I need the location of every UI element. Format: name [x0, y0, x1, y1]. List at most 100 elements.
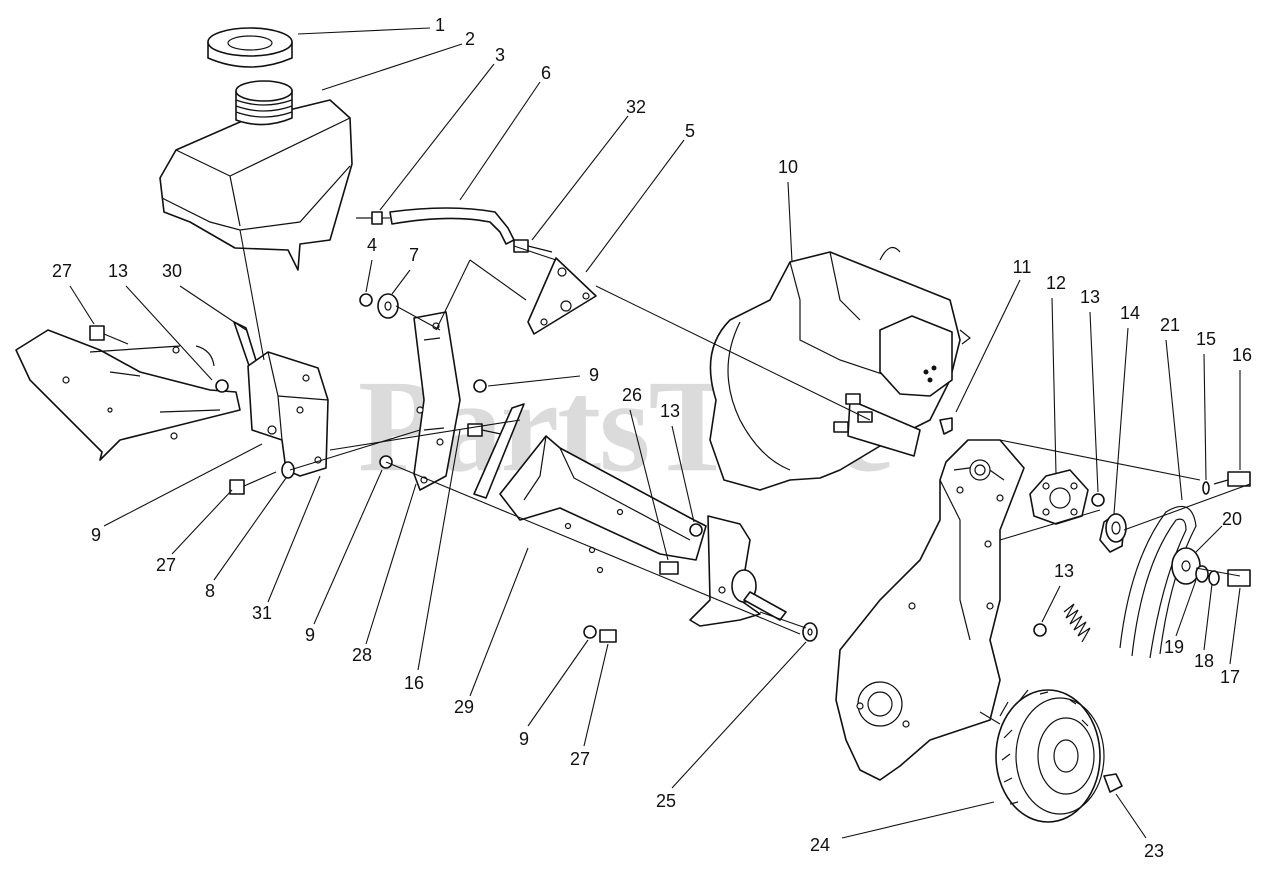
part-23-hub-nut[interactable] [1103, 773, 1123, 793]
part-10-engine[interactable] [709, 246, 971, 491]
leader-29 [469, 547, 529, 697]
callout-8: 8 [205, 581, 215, 601]
callout-29: 29 [454, 697, 474, 717]
part-4-nut[interactable] [359, 293, 373, 307]
part-27-screw-upper[interactable] [89, 325, 129, 345]
leader-lines [69, 27, 1251, 839]
leader-17 [1229, 587, 1241, 665]
leader-20 [1195, 525, 1223, 553]
part-16-bolt-right[interactable] [1213, 471, 1251, 487]
part-32-bolt[interactable] [513, 239, 553, 253]
leader-16-b [417, 429, 461, 671]
leader-8 [213, 477, 287, 581]
part-12-mounting-plate[interactable] [1029, 469, 1089, 525]
part-26-bolt[interactable] [659, 561, 679, 575]
callout-11: 11 [1013, 257, 1032, 277]
part-8-washer[interactable] [281, 461, 295, 479]
part-drive-housing[interactable] [835, 439, 1025, 781]
callout-6: 6 [541, 63, 551, 83]
callout-13-c: 13 [660, 401, 680, 421]
part-13-nut-upper[interactable] [1091, 493, 1105, 507]
assembly-centerline-14 [1123, 483, 1251, 531]
callout-23: 23 [1144, 841, 1164, 861]
callout-30: 30 [162, 261, 182, 281]
leader-30 [179, 285, 247, 331]
part-13-nut-left[interactable] [215, 379, 229, 393]
callout-20: 20 [1222, 509, 1242, 529]
leader-21 [1165, 339, 1183, 501]
callout-13-a: 13 [1080, 287, 1100, 307]
leader-32 [531, 115, 629, 241]
callout-12: 12 [1046, 273, 1066, 293]
assembly-centerline-3 [395, 305, 441, 331]
part-5-tank-bracket[interactable] [527, 257, 597, 335]
leader-6 [459, 81, 541, 201]
callout-24: 24 [810, 835, 830, 855]
part-13-nut-mid[interactable] [689, 523, 703, 537]
callout-27-b: 27 [156, 555, 176, 575]
callout-26: 26 [622, 385, 642, 405]
assembly-centerline-13 [999, 509, 1101, 541]
callout-13-b: 13 [108, 261, 128, 281]
leader-5 [585, 139, 685, 273]
part-31-frame-plate[interactable] [247, 351, 329, 477]
leader-9-b [103, 443, 263, 527]
callout-9-b: 9 [91, 525, 101, 545]
assembly-centerline-4 [595, 285, 871, 421]
part-7-washer[interactable] [377, 293, 399, 319]
callout-5: 5 [685, 121, 695, 141]
assembly-centerline-16 [979, 711, 1001, 725]
leader-23 [1115, 793, 1147, 839]
leader-9-c [313, 469, 383, 625]
callout-3: 3 [495, 45, 505, 65]
part-6-fuel-line[interactable] [389, 207, 515, 245]
part-angle-bracket[interactable] [473, 403, 525, 499]
part-27-screw-lower[interactable] [599, 629, 617, 643]
part-16-bracket[interactable] [413, 311, 461, 491]
part-18-washer[interactable] [1208, 570, 1220, 586]
leader-26 [629, 409, 669, 561]
assembly-centerline-12 [999, 439, 1201, 481]
part-24-tread-wheel[interactable] [995, 689, 1105, 823]
part-2-fuel-tank[interactable] [159, 80, 353, 271]
callout-10: 10 [778, 157, 798, 177]
leader-7 [391, 269, 411, 295]
callout-21: 21 [1160, 315, 1180, 335]
leader-15 [1203, 353, 1207, 481]
part-27-screw-left[interactable] [229, 471, 277, 495]
assembly-centerline-10 [385, 461, 801, 635]
leader-27-c [583, 643, 609, 747]
callout-31: 31 [252, 603, 272, 623]
part-21-drive-belt[interactable] [1119, 505, 1197, 659]
part-25-washer[interactable] [802, 622, 818, 642]
leader-14 [1113, 327, 1129, 515]
part-bearing-bracket[interactable] [689, 515, 787, 627]
part-15-spring-washer[interactable] [1202, 481, 1210, 495]
part-17-bolt[interactable] [1227, 569, 1251, 587]
leader-28 [365, 483, 417, 645]
callout-27-a: 27 [52, 261, 72, 281]
assembly-centerline-7 [469, 259, 527, 301]
part-11-spacer[interactable] [939, 417, 953, 435]
part-1-foam-ring[interactable] [207, 27, 293, 68]
leader-19 [1175, 579, 1197, 637]
part-9-nut-upper[interactable] [473, 379, 487, 393]
assembly-centerline-6 [435, 259, 471, 331]
part-3-hose-clamp[interactable] [356, 211, 383, 225]
part-14-pulley[interactable] [1099, 513, 1127, 553]
leader-2 [321, 43, 463, 91]
assembly-centerline-15 [1195, 567, 1241, 577]
part-auger-housing[interactable] [15, 329, 241, 461]
part-9-nut-lower[interactable] [583, 625, 597, 639]
part-29-tube-support[interactable] [499, 435, 707, 574]
leader-27-b [171, 489, 233, 555]
callout-17: 17 [1220, 667, 1240, 687]
callout-15: 15 [1196, 329, 1216, 349]
leader-11 [955, 279, 1021, 413]
part-20-washer[interactable] [1171, 547, 1201, 585]
callout-labels: 1 2 3 6 32 5 10 11 12 13 14 21 15 16 4 7… [52, 15, 1252, 861]
part-tension-spring[interactable] [1063, 603, 1091, 643]
callout-32: 32 [626, 97, 646, 117]
part-13-nut-lower[interactable] [1033, 623, 1047, 637]
